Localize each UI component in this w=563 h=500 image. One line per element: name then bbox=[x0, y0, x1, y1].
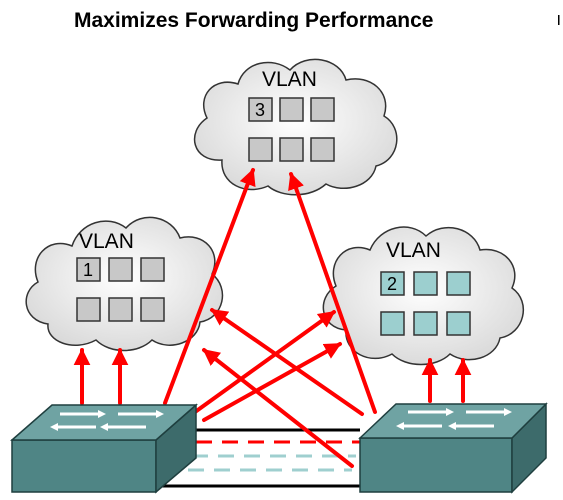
arrows bbox=[73, 168, 472, 468]
port-box bbox=[140, 257, 165, 282]
cloud-vlan-1: VLAN 1 bbox=[25, 216, 224, 352]
port-box bbox=[446, 311, 471, 336]
arrow bbox=[193, 310, 336, 414]
diagram-title: Maximizes Forwarding Performance bbox=[74, 9, 433, 32]
port-box bbox=[413, 311, 438, 336]
cloud-label: VLAN bbox=[79, 230, 134, 253]
port-box bbox=[310, 137, 335, 162]
vlan-number: 3 bbox=[255, 100, 265, 120]
port-box bbox=[76, 297, 101, 322]
port-grid: 2 bbox=[380, 271, 471, 336]
port-box bbox=[279, 97, 304, 122]
switch-front bbox=[359, 437, 513, 493]
vlan-number: 1 bbox=[83, 260, 93, 280]
port-box bbox=[380, 311, 405, 336]
arrow bbox=[210, 308, 364, 416]
vlan-number: 2 bbox=[387, 274, 397, 294]
port-box bbox=[76, 257, 101, 282]
port-grid: 1 bbox=[76, 257, 165, 322]
port-box bbox=[140, 297, 165, 322]
cloud-label: VLAN bbox=[386, 239, 441, 262]
port-box bbox=[310, 97, 335, 122]
cloud-vlan-2: VLAN 2 bbox=[322, 226, 525, 366]
port-box bbox=[413, 271, 438, 296]
cloud-label: VLAN bbox=[262, 68, 317, 91]
switch-front bbox=[11, 439, 157, 493]
arrow bbox=[202, 342, 342, 422]
switch-right bbox=[358, 402, 548, 494]
switch-arrows-icon bbox=[396, 408, 512, 430]
port-grid: 3 bbox=[248, 97, 335, 162]
port-box bbox=[108, 257, 133, 282]
port-box bbox=[446, 271, 471, 296]
port-box bbox=[248, 97, 273, 122]
port-box bbox=[108, 297, 133, 322]
switch-left bbox=[10, 403, 198, 494]
port-box bbox=[279, 137, 304, 162]
corner-mark bbox=[558, 15, 560, 25]
arrow bbox=[202, 348, 354, 468]
arrow bbox=[163, 168, 256, 405]
port-box bbox=[248, 137, 273, 162]
port-box bbox=[380, 271, 405, 296]
switch-arrows-icon bbox=[50, 410, 164, 431]
cloud-vlan-3: VLAN 3 bbox=[193, 58, 398, 196]
switch-top bbox=[358, 403, 548, 439]
trunk-links bbox=[156, 428, 362, 488]
arrow bbox=[288, 172, 377, 414]
